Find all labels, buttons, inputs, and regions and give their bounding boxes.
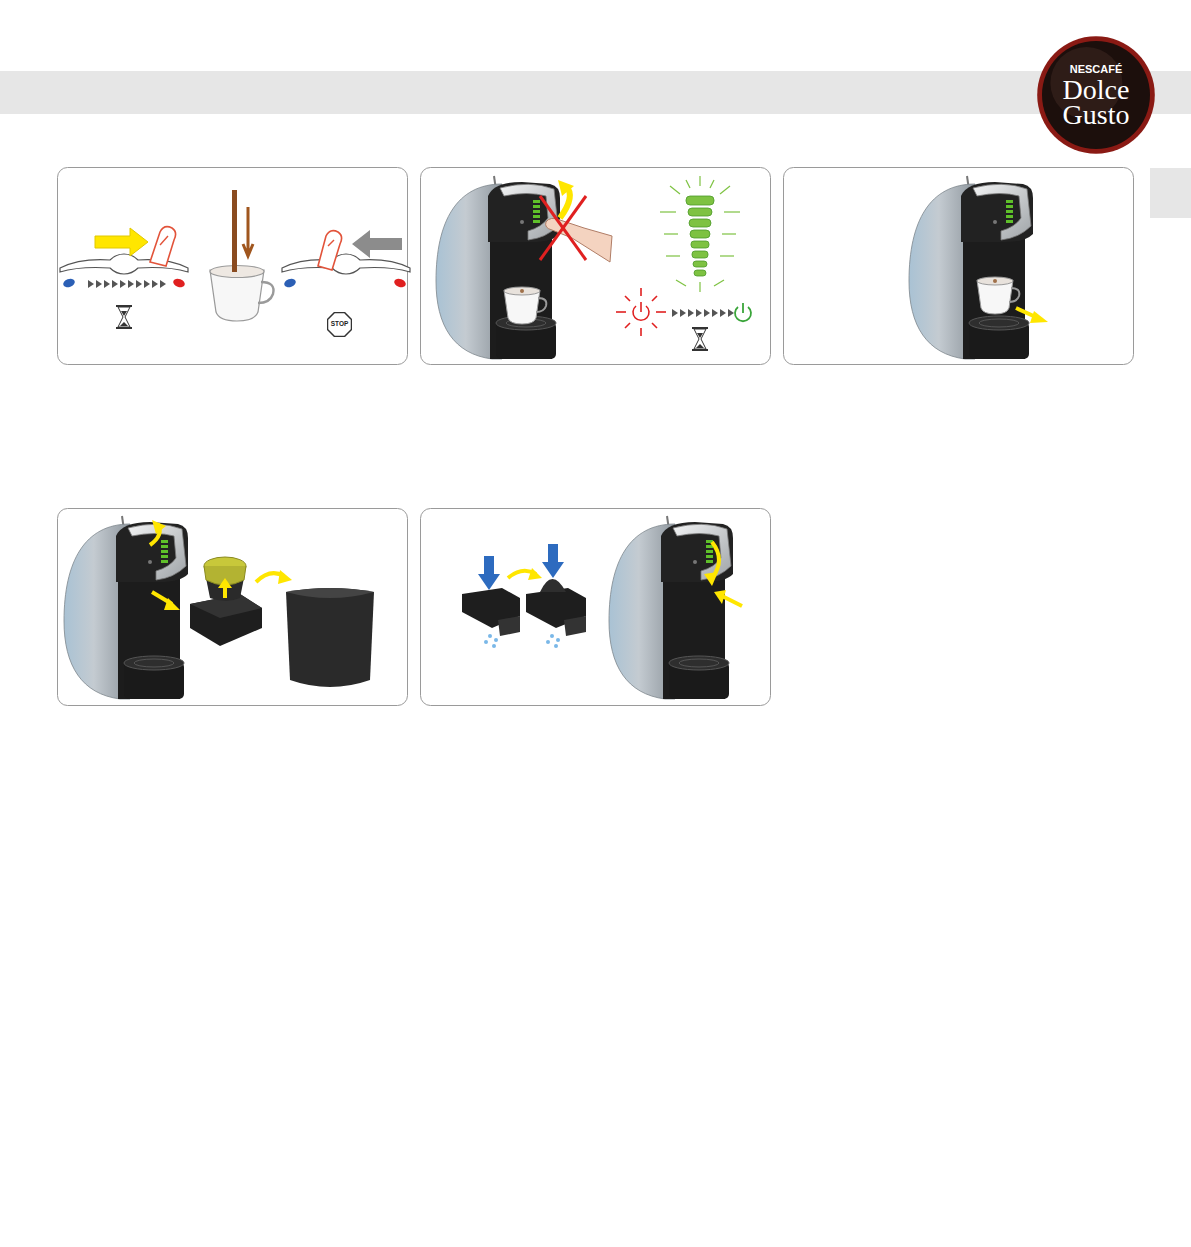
brand-logo: NESCAFÉ Dolce Gusto — [1036, 35, 1156, 155]
node-sublabel: Dolce Gusto — [1057, 77, 1135, 127]
node-label: STOP — [331, 321, 349, 328]
node-label: NESCAFÉ — [1046, 63, 1146, 75]
stop-sign: STOP — [327, 312, 352, 337]
